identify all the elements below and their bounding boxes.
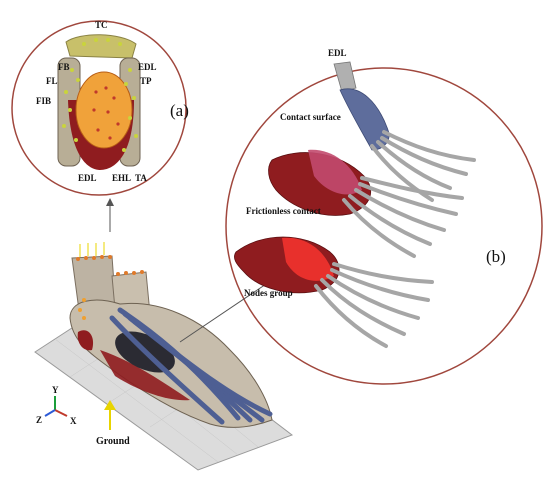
ground-label: Ground: [96, 436, 130, 447]
axis-x-label: X: [70, 416, 77, 426]
contact-surface-model: [268, 149, 464, 258]
axis-triad: [44, 396, 68, 417]
label-ehl: EHL: [112, 173, 131, 183]
label-tp: TP: [140, 76, 152, 86]
panel-a-mesh: [75, 71, 133, 149]
label-edl-top: EDL: [138, 62, 157, 72]
label-nodes-group: Nodes group: [244, 288, 293, 298]
axis-z-label: Z: [36, 415, 42, 425]
panel-a-mesh-dots: [92, 86, 120, 140]
panel-a-letter: (a): [170, 101, 189, 120]
label-edl-bottom: EDL: [78, 173, 97, 183]
leg-top-nodes: [76, 255, 144, 276]
label-fib: FIB: [36, 96, 51, 106]
label-fb: FB: [58, 62, 70, 72]
nodes-group-model: [234, 236, 434, 348]
label-edl-b: EDL: [328, 48, 347, 58]
load-arrows: [79, 242, 105, 257]
panel-b-letter: (b): [486, 247, 506, 266]
panel-a-model: [57, 34, 141, 170]
arrow-to-panel-a: [106, 198, 114, 232]
label-tc: TC: [95, 20, 108, 30]
label-contact-surface: Contact surface: [280, 112, 341, 122]
orange-node-ring: [78, 298, 86, 320]
label-frictionless-contact: Frictionless contact: [246, 206, 321, 216]
foot-model: [34, 242, 294, 471]
label-ta: TA: [135, 173, 147, 183]
lateral-tissue: [77, 330, 94, 351]
panel-b-circle: [225, 67, 543, 385]
edl-tendon-top: [333, 61, 476, 202]
label-fl: FL: [46, 76, 58, 86]
tc-band: [65, 34, 137, 59]
plantar-tissue: [100, 350, 190, 401]
ground-arrow: [104, 400, 116, 430]
foot-tendons: [109, 307, 273, 425]
axis-y-label: Y: [52, 385, 59, 395]
panel-a-dots: [62, 38, 138, 152]
